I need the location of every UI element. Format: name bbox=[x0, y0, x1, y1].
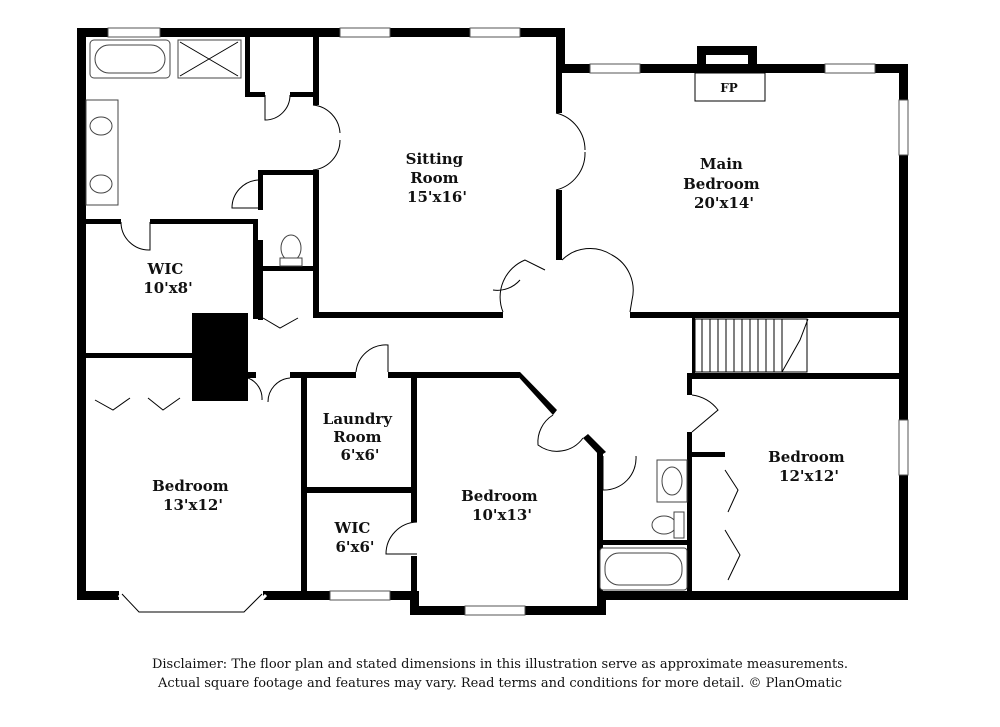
laundry-name-2: Room bbox=[333, 428, 381, 446]
bedroom-right-dims: 12'x12' bbox=[779, 467, 839, 485]
windows bbox=[107, 27, 909, 616]
staircase bbox=[694, 318, 809, 373]
laundry-name-1: Laundry bbox=[323, 410, 393, 428]
sitting-room-name-1: Sitting bbox=[406, 150, 464, 168]
wic-upper-name: WIC bbox=[146, 260, 183, 278]
sitting-room-label: Sitting Room 15'x16' bbox=[406, 150, 469, 206]
bedroom-center-label: Bedroom 10'x13' bbox=[461, 487, 543, 524]
main-bedroom-name-2: Bedroom bbox=[683, 175, 760, 193]
sitting-room-name-2: Room bbox=[410, 169, 458, 187]
wic-lower-name: WIC bbox=[333, 519, 370, 537]
bath-fixtures bbox=[85, 39, 688, 591]
bedroom-right-name: Bedroom bbox=[768, 448, 845, 466]
doors bbox=[94, 94, 741, 581]
bedroom-left-dims: 13'x12' bbox=[163, 496, 223, 514]
fireplace-label: FP bbox=[720, 81, 738, 95]
laundry-dims: 6'x6' bbox=[340, 446, 379, 464]
disclaimer-line-1: Disclaimer: The floor plan and stated di… bbox=[151, 657, 849, 672]
wic-lower-dims: 6'x6' bbox=[335, 538, 374, 556]
interior-walls bbox=[86, 37, 908, 597]
bay-window bbox=[117, 593, 268, 619]
bedroom-left-label: Bedroom 13'x12' bbox=[152, 477, 234, 514]
fireplace: FP bbox=[694, 46, 766, 102]
bedroom-center-name: Bedroom bbox=[461, 487, 538, 505]
main-bedroom-name-1: Main bbox=[700, 155, 743, 173]
sitting-room-dims: 15'x16' bbox=[407, 188, 467, 206]
disclaimer-line-2: Actual square footage and features may v… bbox=[157, 676, 843, 691]
wic-lower-label: WIC 6'x6' bbox=[333, 519, 375, 556]
wic-upper-label: WIC 10'x8' bbox=[143, 260, 192, 297]
bedroom-center-dims: 10'x13' bbox=[472, 506, 532, 524]
main-bedroom-dims: 20'x14' bbox=[694, 194, 754, 212]
bedroom-left-name: Bedroom bbox=[152, 477, 229, 495]
bedroom-right-label: Bedroom 12'x12' bbox=[768, 448, 850, 485]
laundry-room-label: Laundry Room 6'x6' bbox=[323, 410, 397, 464]
wic-upper-dims: 10'x8' bbox=[143, 279, 192, 297]
room-labels: Sitting Room 15'x16' Main Bedroom 20'x14… bbox=[143, 150, 850, 556]
main-bedroom-label: Main Bedroom 20'x14' bbox=[683, 155, 765, 212]
